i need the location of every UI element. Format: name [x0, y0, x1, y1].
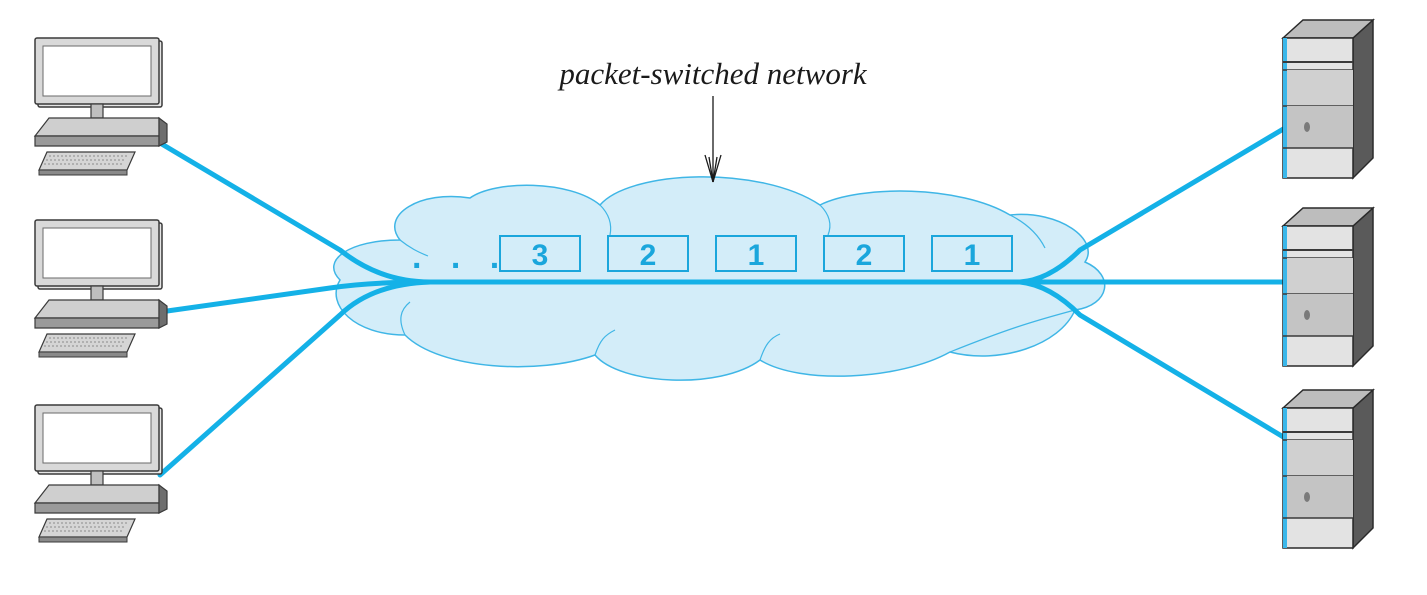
packet-4: 2 [823, 235, 905, 272]
client-computer-icon [34, 37, 168, 176]
server-icon [1282, 207, 1374, 367]
packet-5: 1 [931, 235, 1013, 272]
network-title: packet-switched network [557, 56, 868, 91]
packet-number: 2 [856, 239, 873, 272]
packet-number: 3 [532, 239, 549, 272]
packet-2: 2 [607, 235, 689, 272]
network-links [152, 125, 1288, 478]
packet-1: 3 [499, 235, 581, 272]
network-cloud [333, 176, 1106, 381]
packet-number: 2 [640, 239, 657, 272]
server-icon [1282, 389, 1374, 549]
client-computer-icon [34, 219, 168, 358]
packet-stream: . . . 3 2 1 2 1 [412, 235, 1013, 276]
packet-ellipsis: . . . [412, 238, 509, 276]
title-pointer-arrow [704, 96, 722, 183]
packet-number: 1 [964, 239, 981, 272]
link-client-3 [157, 279, 433, 478]
server-icon [1282, 19, 1374, 179]
packet-3: 1 [715, 235, 797, 272]
client-computer-icon [34, 404, 168, 543]
link-server-3 [1017, 279, 1288, 441]
packet-number: 1 [748, 239, 765, 272]
